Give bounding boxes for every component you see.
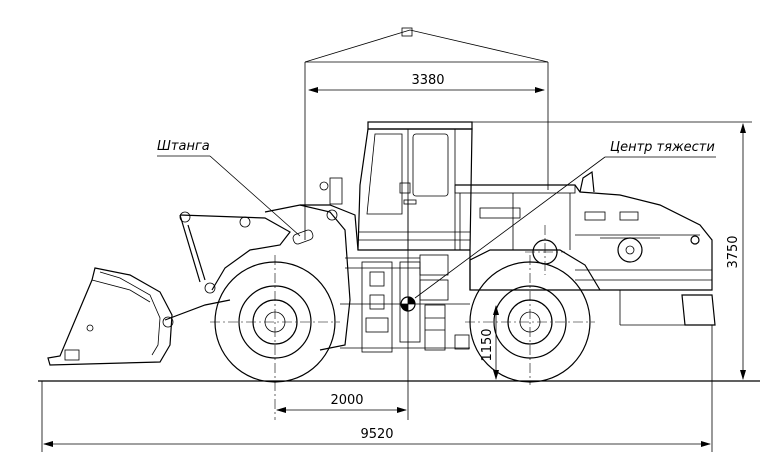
articulation xyxy=(340,254,470,353)
dimension-overall-length: 9520 xyxy=(41,325,713,452)
dimension-cog-height: 1150 xyxy=(480,305,499,380)
bucket xyxy=(47,267,173,366)
dimension-cab-width: 3380 xyxy=(308,73,545,93)
boom-label: Штанга xyxy=(157,139,210,154)
cog-label: Центр тяжести xyxy=(610,140,715,155)
cog-marker xyxy=(340,200,470,420)
rops-outline xyxy=(304,27,549,240)
dimension-cab-width-value: 3380 xyxy=(411,73,444,88)
front-frame xyxy=(264,177,420,351)
dimension-height: 3750 xyxy=(472,121,752,380)
dimension-wheelbase-cog-value: 2000 xyxy=(330,393,363,408)
engine-hood xyxy=(454,170,716,326)
cog-label-callout: Центр тяжести xyxy=(414,140,716,299)
boom-label-callout: Штанга xyxy=(157,139,301,237)
wheel-centerlines xyxy=(210,225,595,420)
rear-pivot xyxy=(532,239,558,265)
dimension-height-value: 3750 xyxy=(726,235,741,268)
dimension-wheelbase-cog: 2000 xyxy=(276,393,407,413)
boom-arm xyxy=(162,211,291,328)
rear-fender xyxy=(469,249,601,291)
dimension-cog-height-value: 1150 xyxy=(480,328,495,361)
dimension-overall-length-value: 9520 xyxy=(360,427,393,442)
